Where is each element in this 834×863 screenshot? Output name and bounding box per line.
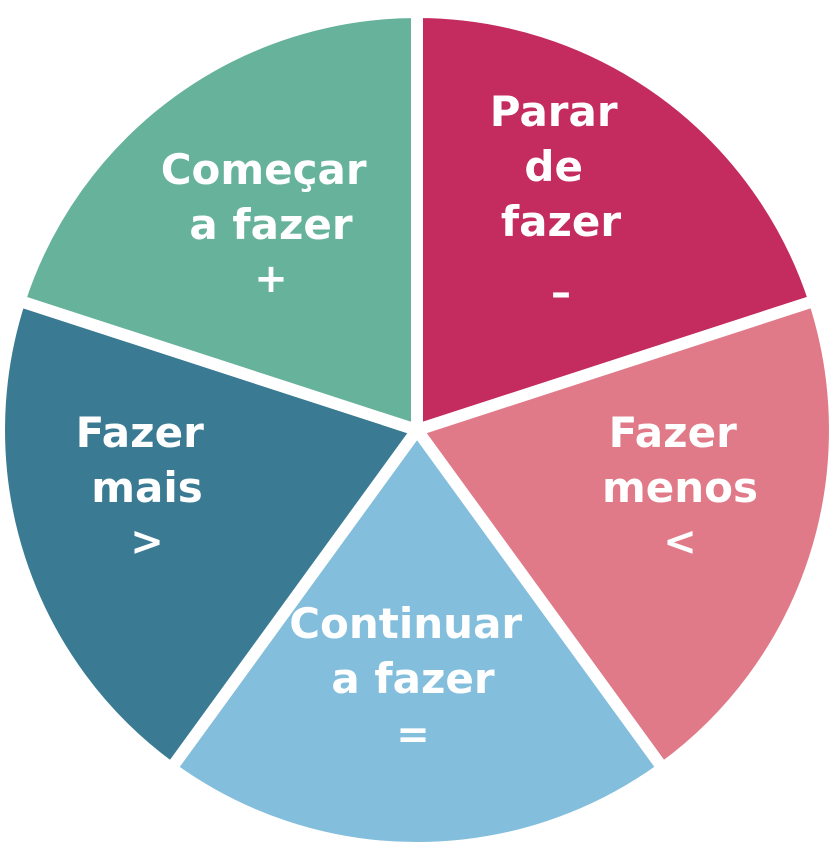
segment-do-more-label-line-2: mais <box>91 463 203 512</box>
segment-stop-doing[interactable]: Parar de fazer – <box>411 6 821 436</box>
segment-continue-doing-label-line-2: a fazer <box>331 654 495 703</box>
segment-start-doing[interactable]: Começar a fazer + <box>13 6 423 436</box>
segment-do-less-shape <box>411 294 834 775</box>
segment-do-less-label-line-2: menos <box>602 463 758 512</box>
segment-start-doing-shape <box>13 6 423 436</box>
svg-text:Fazer mais: Fazer mais <box>76 408 219 512</box>
segment-continue-doing-label-line-1: Continuar <box>289 599 522 648</box>
segment-stop-doing-label-line-3: fazer <box>501 197 622 246</box>
segment-do-more-shape <box>0 294 423 775</box>
segment-do-less-label-line-1: Fazer <box>609 408 738 457</box>
segment-do-less[interactable]: Fazer menos < <box>411 294 834 775</box>
segment-stop-doing-shape <box>411 6 821 436</box>
segment-stop-doing-label-line-1: Parar <box>490 87 618 136</box>
plus-icon: + <box>254 256 288 302</box>
segment-start-doing-label-line-1: Começar <box>161 145 367 194</box>
segment-continue-doing[interactable]: Continuar a fazer = <box>165 424 669 854</box>
less-than-icon: < <box>663 519 697 565</box>
segment-stop-doing-label-line-2: de <box>524 142 583 191</box>
svg-text:Parar de fazer: Parar de fazer <box>490 87 632 246</box>
svg-text:Começar a fazer: Começar a fazer <box>161 145 382 249</box>
minus-icon: – <box>551 270 571 316</box>
greater-than-icon: > <box>130 519 164 565</box>
svg-text:Continuar a fazer: Continuar a fazer <box>289 599 537 703</box>
segment-do-more[interactable]: Fazer mais > <box>0 294 423 775</box>
segment-start-doing-label-line-2: a fazer <box>189 200 353 249</box>
segment-do-more-label-line-1: Fazer <box>76 408 205 457</box>
segment-continue-doing-shape <box>165 424 669 854</box>
svg-text:Fazer menos: Fazer menos <box>602 408 758 512</box>
equals-icon: = <box>396 712 430 758</box>
